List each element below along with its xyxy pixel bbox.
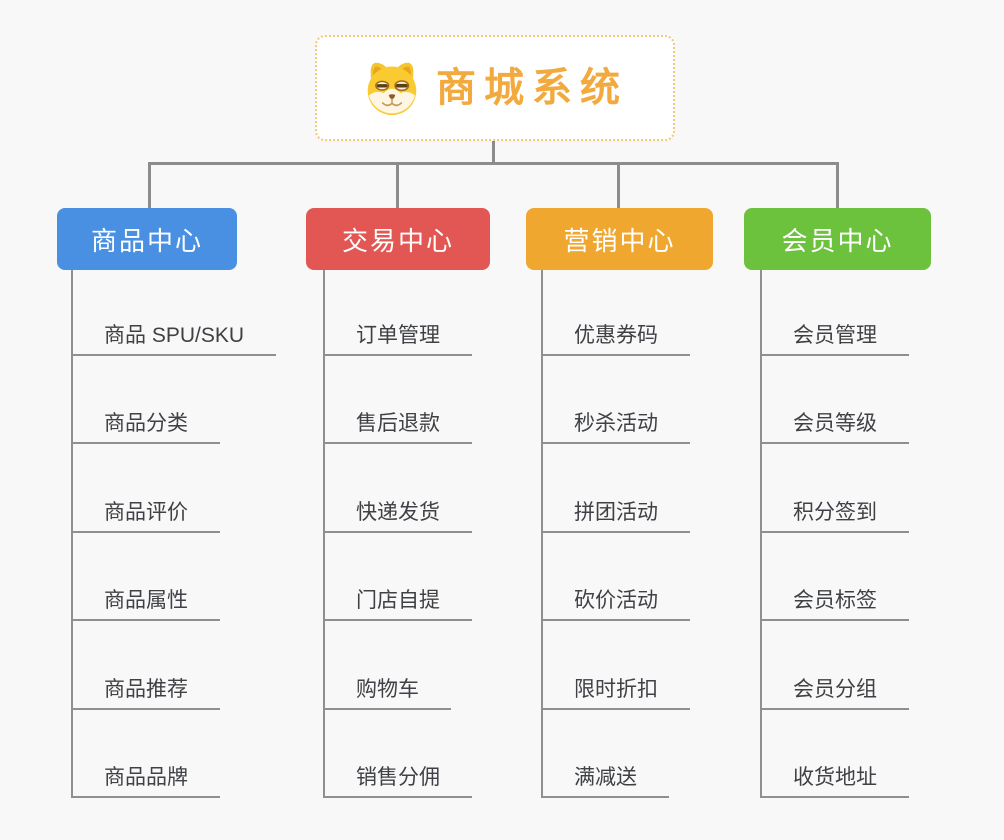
leaf-node[interactable]: 快递发货 xyxy=(323,491,472,533)
leaf-node[interactable]: 商品品牌 xyxy=(71,756,220,798)
leaf-node[interactable]: 商品 SPU/SKU xyxy=(71,314,277,356)
branch-label: 商品中心 xyxy=(90,225,203,256)
connector-drop-member xyxy=(836,162,839,208)
leaf-node[interactable]: 积分签到 xyxy=(760,491,909,533)
leaf-node[interactable]: 秒杀活动 xyxy=(541,402,690,444)
leaf-node[interactable]: 售后退款 xyxy=(323,402,472,444)
branch-label: 营销中心 xyxy=(563,225,676,256)
branch-spine xyxy=(760,270,762,798)
leaf-node[interactable]: 门店自提 xyxy=(323,579,472,621)
root-title: 商城系统 xyxy=(436,66,628,110)
leaf-node[interactable]: 商品分类 xyxy=(71,402,220,444)
leaf-node[interactable]: 商品推荐 xyxy=(71,668,220,710)
connector-drop-marketing xyxy=(617,162,620,208)
leaf-node[interactable]: 限时折扣 xyxy=(541,668,690,710)
connector-drop-product xyxy=(148,162,151,208)
branch-node-trade-center[interactable]: 交易中心 xyxy=(306,208,490,270)
branch-spine xyxy=(323,270,325,798)
leaf-node[interactable]: 会员管理 xyxy=(760,314,909,356)
connector-root-drop xyxy=(492,141,495,163)
dog-face-icon xyxy=(362,60,422,116)
branch-node-marketing-center[interactable]: 营销中心 xyxy=(526,208,713,270)
connector-bus xyxy=(148,162,839,165)
leaf-node[interactable]: 商品评价 xyxy=(71,491,220,533)
leaf-node[interactable]: 会员等级 xyxy=(760,402,909,444)
branch-node-product-center[interactable]: 商品中心 xyxy=(57,208,237,270)
leaf-node[interactable]: 购物车 xyxy=(323,668,451,710)
branch-node-member-center[interactable]: 会员中心 xyxy=(744,208,931,270)
root-node[interactable]: 商城系统 xyxy=(315,35,675,141)
leaf-node[interactable]: 拼团活动 xyxy=(541,491,690,533)
leaf-node[interactable]: 优惠券码 xyxy=(541,314,690,356)
connector-drop-trade xyxy=(396,162,399,208)
leaf-node[interactable]: 商品属性 xyxy=(71,579,220,621)
leaf-node[interactable]: 砍价活动 xyxy=(541,579,690,621)
branch-spine xyxy=(71,270,73,798)
branch-label: 会员中心 xyxy=(781,225,894,256)
leaf-node[interactable]: 会员分组 xyxy=(760,668,909,710)
branch-label: 交易中心 xyxy=(341,225,454,256)
leaf-node[interactable]: 会员标签 xyxy=(760,579,909,621)
branch-spine xyxy=(541,270,543,798)
leaf-node[interactable]: 收货地址 xyxy=(760,756,909,798)
leaf-node[interactable]: 销售分佣 xyxy=(323,756,472,798)
leaf-node[interactable]: 满减送 xyxy=(541,756,669,798)
leaf-node[interactable]: 订单管理 xyxy=(323,314,472,356)
